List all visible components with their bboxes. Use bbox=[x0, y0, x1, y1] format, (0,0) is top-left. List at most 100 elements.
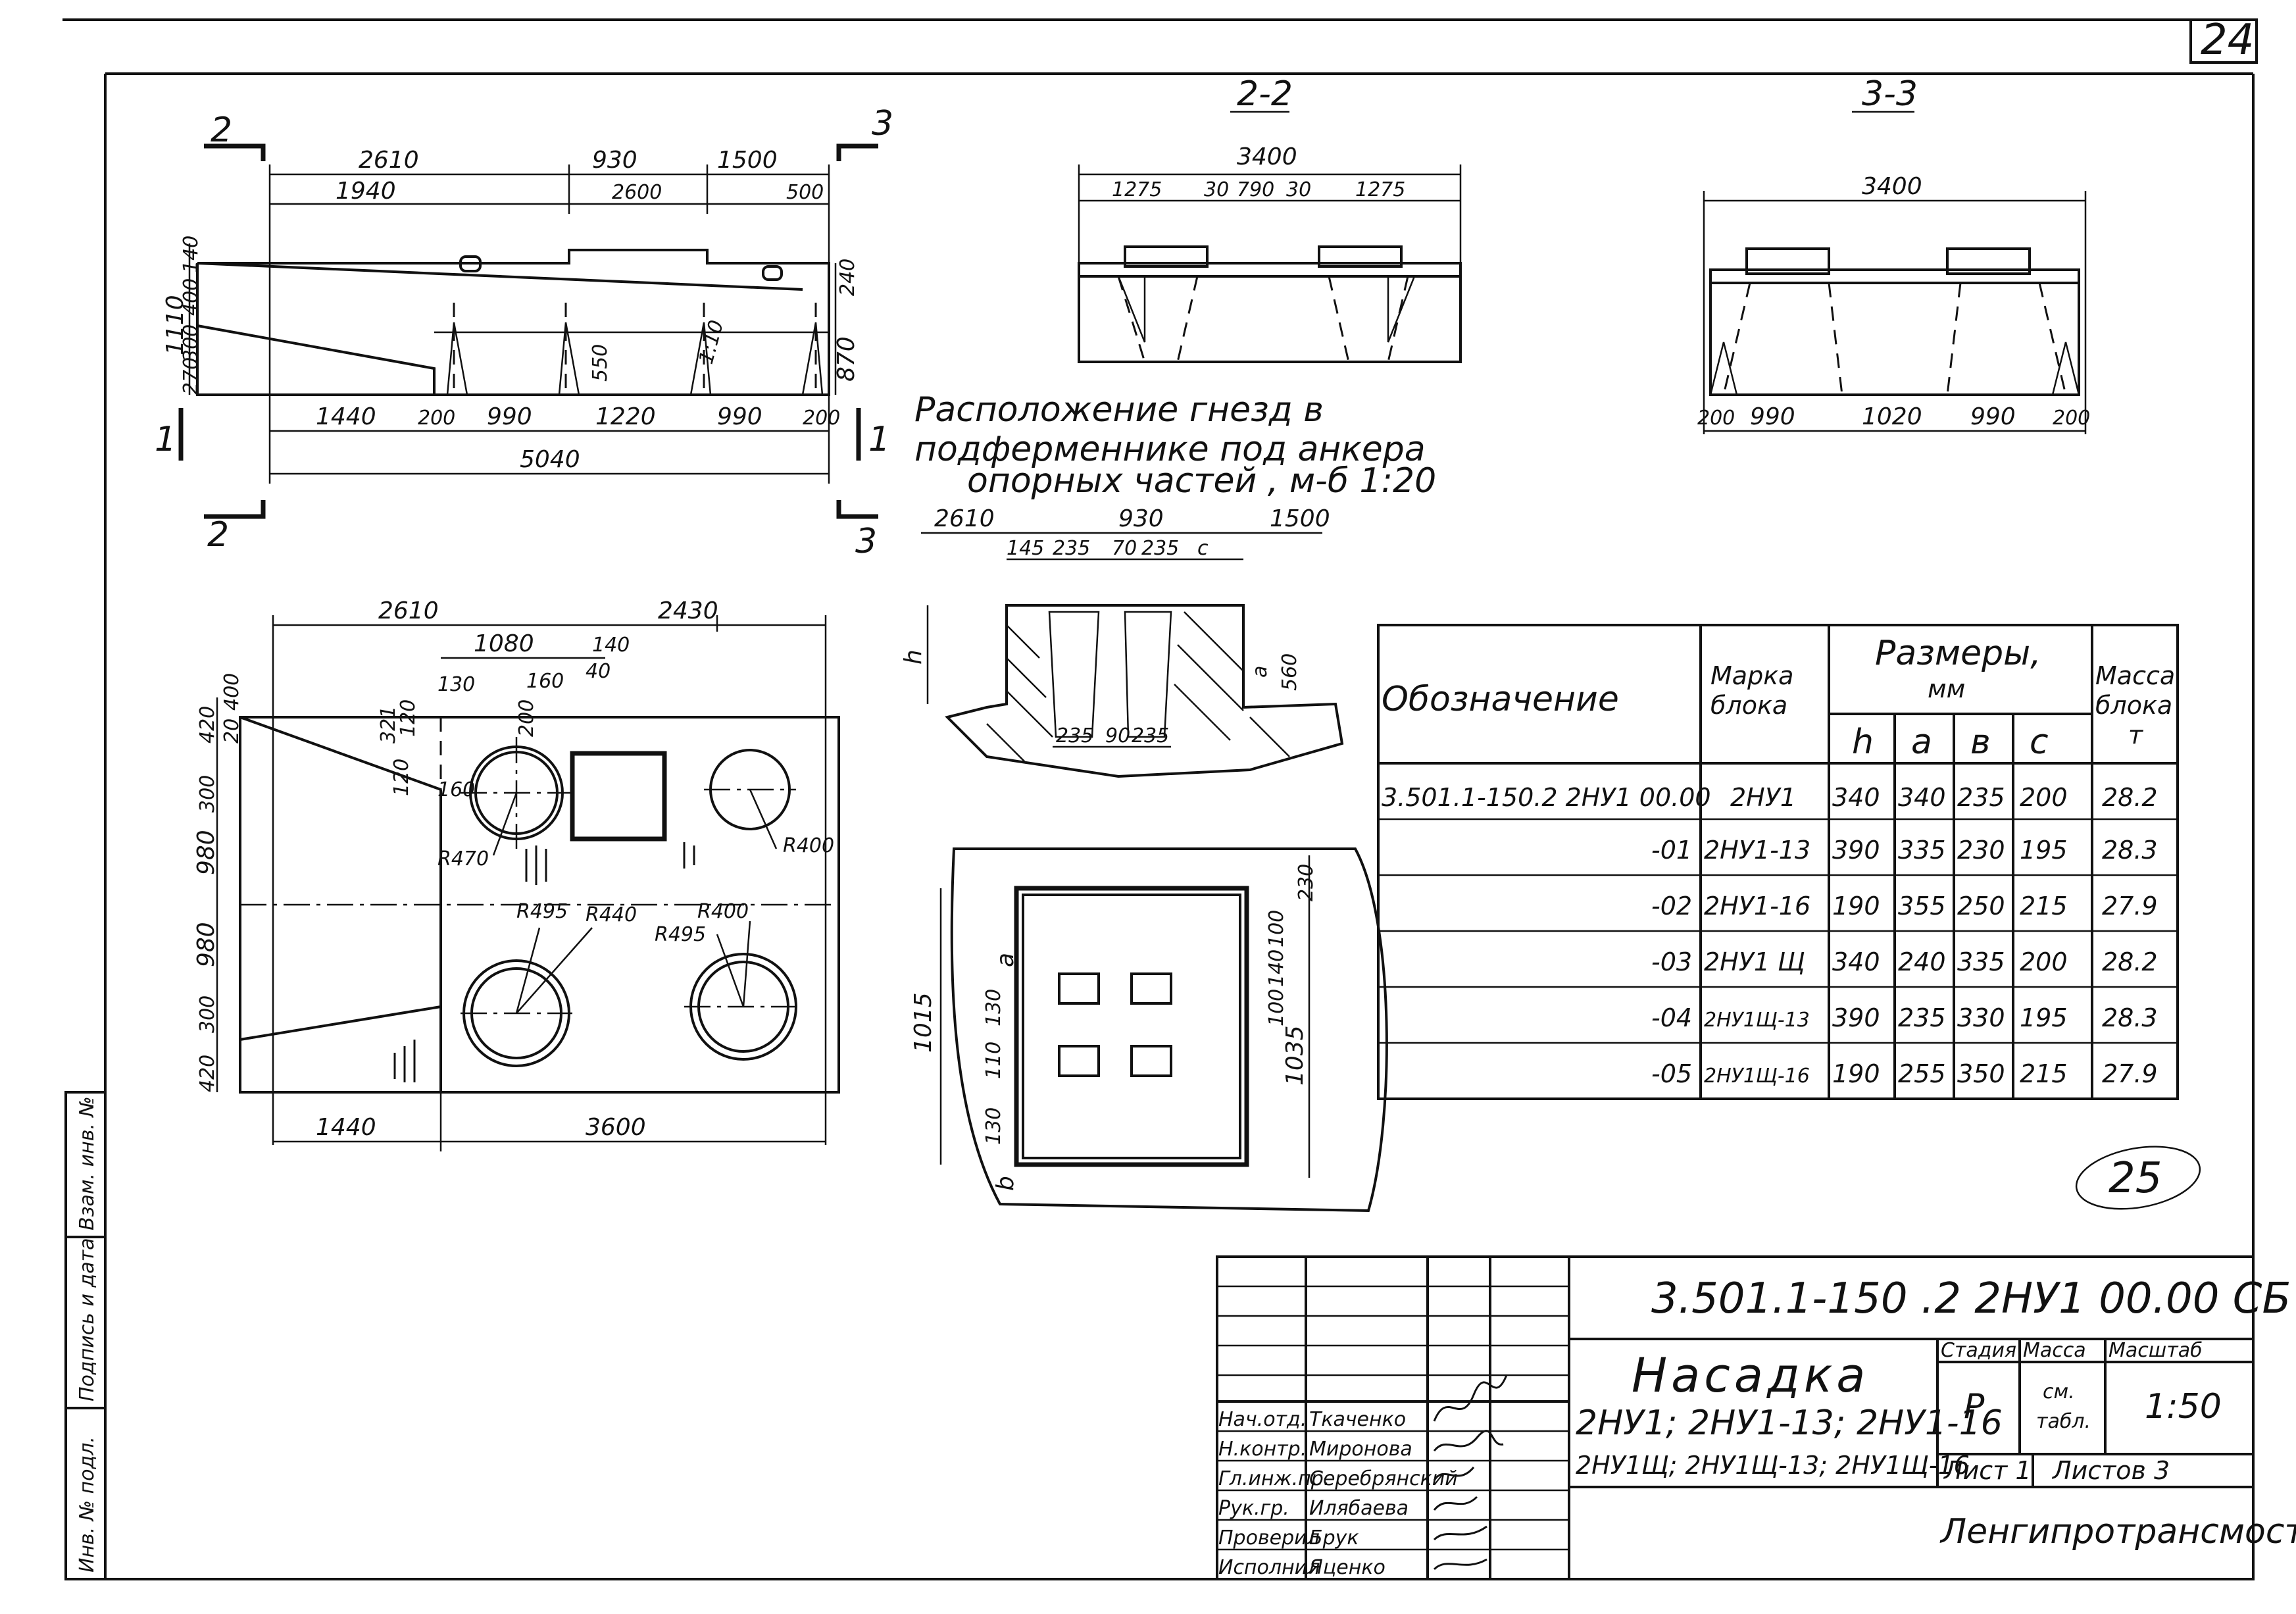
table-header-c: с bbox=[2030, 722, 2049, 762]
detail-row-235a: 235 bbox=[1053, 537, 1090, 560]
elev-dim-1220: 1220 bbox=[595, 403, 656, 430]
section-mark-1-left: 1 bbox=[155, 420, 176, 459]
table-row: -04 2НУ1Щ-13 390 235 330 195 28.3 bbox=[1651, 1003, 2158, 1032]
elev-left-400: 400 bbox=[180, 278, 203, 316]
row1-h: 390 bbox=[1832, 836, 1880, 865]
row0-b: 235 bbox=[1957, 783, 2005, 812]
plan-bottom-3600: 3600 bbox=[586, 1114, 646, 1141]
row1-designation: -01 bbox=[1651, 836, 1692, 865]
table-header-b: в bbox=[1970, 722, 1991, 762]
row2-a: 355 bbox=[1898, 892, 1946, 920]
section-3-3-title: 3-3 bbox=[1862, 74, 1918, 114]
detail-row-70: 70 bbox=[1112, 537, 1137, 560]
row0-mass: 28.2 bbox=[2102, 783, 2158, 812]
title-block: 3.501.1-150 .2 2НУ1 00.00 СБ Насадка 2НУ… bbox=[1216, 1255, 2296, 1580]
s33-dim-200b: 200 bbox=[2053, 407, 2090, 430]
s22-dim-1275b: 1275 bbox=[1355, 178, 1405, 201]
row0-mark: 2НУ1 bbox=[1730, 783, 1796, 812]
signer-name-0: Ткаченко bbox=[1309, 1408, 1406, 1431]
plan-extra-400: 400 bbox=[220, 673, 243, 711]
elev-dim-500: 500 bbox=[786, 181, 824, 204]
detail-row-c: c bbox=[1197, 537, 1209, 560]
plan-left-420b: 420 bbox=[196, 1055, 219, 1092]
row3-mark: 2НУ1 Щ bbox=[1704, 947, 1805, 976]
elev-dim-1940: 1940 bbox=[336, 178, 396, 205]
title-scale: 1:50 bbox=[2145, 1387, 2222, 1426]
table-row: -01 2НУ1-13 390 335 230 195 28.3 bbox=[1651, 836, 2158, 865]
signer-name-3: Илябаева bbox=[1309, 1497, 1409, 1520]
plan-left-420a: 420 bbox=[196, 706, 219, 744]
table-row: 3.501.1-150.2 2НУ1 00.00 2НУ1 340 340 23… bbox=[1382, 783, 2158, 812]
row4-b: 330 bbox=[1957, 1003, 2005, 1032]
row2-mass: 27.9 bbox=[2102, 892, 2158, 920]
plan-left-980a: 980 bbox=[193, 830, 220, 875]
row2-b: 250 bbox=[1957, 892, 2005, 920]
detail-bottom-235b: 235 bbox=[1132, 724, 1169, 747]
plan-extra-120a: 120 bbox=[397, 699, 420, 737]
detail-row-235b: 235 bbox=[1141, 537, 1179, 560]
table-header-a: a bbox=[1911, 722, 1932, 762]
row0-designation: 3.501.1-150.2 2НУ1 00.00 bbox=[1382, 783, 1711, 812]
plan-radius-r440: R440 bbox=[586, 903, 637, 926]
stamp-inv-repl: Взам. инв. № bbox=[76, 1096, 99, 1230]
row5-a: 255 bbox=[1898, 1059, 1946, 1088]
s33-dim-990a: 990 bbox=[1750, 403, 1795, 430]
section-3-3: 3-3 3400 200 990 1020 990 200 bbox=[1697, 74, 2090, 434]
stamp-inv-orig: Инв. № подл. bbox=[76, 1436, 99, 1573]
signer-role-4: Проверил bbox=[1218, 1526, 1320, 1550]
signer-name-1: Миронова bbox=[1309, 1438, 1412, 1461]
section-mark-1-right: 1 bbox=[868, 420, 890, 459]
elev-right-870: 870 bbox=[833, 336, 860, 382]
title-scale-label: Масштаб bbox=[2109, 1339, 2203, 1362]
elevation-view: 2 3 1 1 2 3 2610 930 1500 1940 2600 500 bbox=[155, 104, 893, 561]
table-row: -03 2НУ1 Щ 340 240 335 200 28.2 bbox=[1651, 947, 2158, 976]
elev-mid-550: 550 bbox=[589, 344, 612, 382]
row5-h: 190 bbox=[1832, 1059, 1880, 1088]
row3-h: 340 bbox=[1832, 947, 1880, 976]
detail-plan-1015: 1015 bbox=[910, 992, 937, 1053]
s22-dim-1275a: 1275 bbox=[1112, 178, 1162, 201]
table-header-mass-l1: Масса bbox=[2095, 661, 2175, 690]
table-row: -02 2НУ1-16 190 355 250 215 27.9 bbox=[1651, 892, 2158, 920]
title-sheets: Листов 3 bbox=[2051, 1456, 2170, 1485]
detail-section: 2610 930 1500 145 235 70 235 c h a 560 2… bbox=[900, 505, 1388, 1213]
row5-mass: 27.9 bbox=[2102, 1059, 2158, 1088]
row1-c: 195 bbox=[2020, 836, 2068, 865]
row5-c: 215 bbox=[2020, 1059, 2068, 1088]
plan-dim-2430: 2430 bbox=[658, 597, 718, 624]
row1-a: 335 bbox=[1898, 836, 1946, 865]
detail-side-b: b bbox=[992, 1176, 1019, 1191]
elev-dim-200b: 200 bbox=[803, 407, 840, 430]
detail-plan-1035: 1035 bbox=[1282, 1025, 1309, 1086]
row2-h: 190 bbox=[1832, 892, 1880, 920]
plan-dim-160b: 160 bbox=[437, 778, 475, 801]
row4-h: 390 bbox=[1832, 1003, 1880, 1032]
title-marks-l1: 2НУ1; 2НУ1-13; 2НУ1-16 bbox=[1576, 1403, 2003, 1443]
side-stamp: Инв. № подл. Подпись и дата Взам. инв. № bbox=[64, 1091, 107, 1580]
elev-left-140: 140 bbox=[180, 236, 203, 273]
row4-mark: 2НУ1Щ-13 bbox=[1704, 1009, 1810, 1032]
plan-radius-r400a: R400 bbox=[783, 834, 834, 857]
plan-dim-40: 40 bbox=[586, 660, 611, 683]
signer-role-5: Исполнил bbox=[1218, 1556, 1320, 1579]
signer-name-2: Серебрянский bbox=[1309, 1467, 1458, 1490]
signer-role-2: Гл.инж.пр. bbox=[1218, 1467, 1330, 1490]
watermark-number: 25 bbox=[2109, 1154, 2162, 1203]
row5-designation: -05 bbox=[1651, 1059, 1692, 1088]
row4-mass: 28.3 bbox=[2102, 1003, 2158, 1032]
signer-name-5: Яценко bbox=[1309, 1556, 1385, 1579]
section-2-2-title: 2-2 bbox=[1237, 74, 1293, 114]
detail-row-145: 145 bbox=[1007, 537, 1044, 560]
table-header-sizes-l2: мм bbox=[1928, 674, 1965, 703]
plan-extra-20: 20 bbox=[220, 719, 243, 744]
page-number: 24 bbox=[2201, 16, 2254, 64]
stamp-sign-date: Подпись и дата bbox=[76, 1238, 99, 1402]
elev-dim-5040: 5040 bbox=[520, 446, 580, 473]
s22-dim-30b: 30 bbox=[1286, 178, 1311, 201]
detail-plan-140: 140 bbox=[1265, 949, 1288, 987]
table-header-designation: Обозначение bbox=[1382, 680, 1619, 719]
plan-radius-r495a: R495 bbox=[516, 900, 568, 923]
plan-radius-r495b: R495 bbox=[655, 923, 706, 946]
block-table: Обозначение Марка блока Размеры, мм Масс… bbox=[1377, 624, 2179, 1100]
